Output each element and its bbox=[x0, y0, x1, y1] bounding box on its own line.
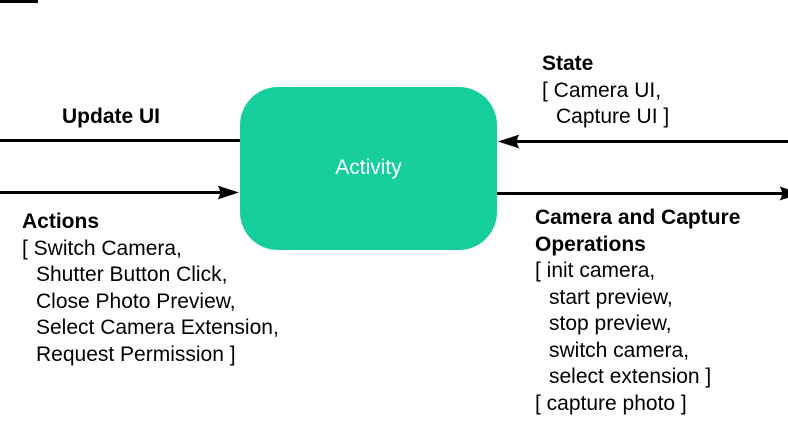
actions-line: Request Permission ] bbox=[36, 342, 236, 366]
top-left-crop-bar bbox=[0, 0, 38, 3]
activity-node: Activity bbox=[240, 87, 497, 250]
camera-ops-line: switch camera, bbox=[549, 338, 690, 362]
camera-ops-title: Operations bbox=[535, 232, 646, 256]
actions-title: Actions bbox=[22, 210, 100, 233]
state-line: Capture UI ] bbox=[556, 105, 670, 128]
camera-ops-line: select extension ] bbox=[549, 365, 712, 388]
actions-line: Close Photo Preview, bbox=[36, 289, 236, 313]
actions-arrow-line bbox=[0, 191, 221, 194]
camera-ops-line: [ capture photo ] bbox=[535, 391, 687, 415]
activity-node-label: Activity bbox=[335, 156, 402, 180]
camera-ops-arrowhead-icon bbox=[779, 186, 788, 201]
camera-ops-arrow-line bbox=[497, 192, 788, 195]
state-label-block: State [ Camera UI, Capture UI ] bbox=[542, 51, 669, 131]
state-line: [ Camera UI, bbox=[542, 78, 662, 102]
actions-line: [ Switch Camera, bbox=[22, 236, 182, 260]
actions-line: Shutter Button Click, bbox=[36, 263, 228, 286]
camera-ops-line: start preview, bbox=[549, 285, 673, 309]
camera-ops-line: stop preview, bbox=[549, 312, 672, 335]
state-arrowhead-icon bbox=[498, 134, 520, 149]
update-ui-arrow-line bbox=[0, 139, 240, 142]
state-title: State bbox=[542, 52, 594, 75]
camera-ops-title: Camera and Capture bbox=[535, 206, 741, 229]
state-arrow-line bbox=[517, 140, 788, 143]
camera-ops-line: [ init camera, bbox=[535, 259, 656, 282]
update-ui-label: Update UI bbox=[62, 105, 161, 128]
actions-label-block: Actions [ Switch Camera, Shutter Button … bbox=[22, 209, 279, 368]
actions-line: Select Camera Extension, bbox=[36, 316, 279, 339]
actions-arrowhead-icon bbox=[217, 185, 239, 200]
camera-ops-label-block: Camera and Capture Operations [ init cam… bbox=[535, 205, 740, 417]
